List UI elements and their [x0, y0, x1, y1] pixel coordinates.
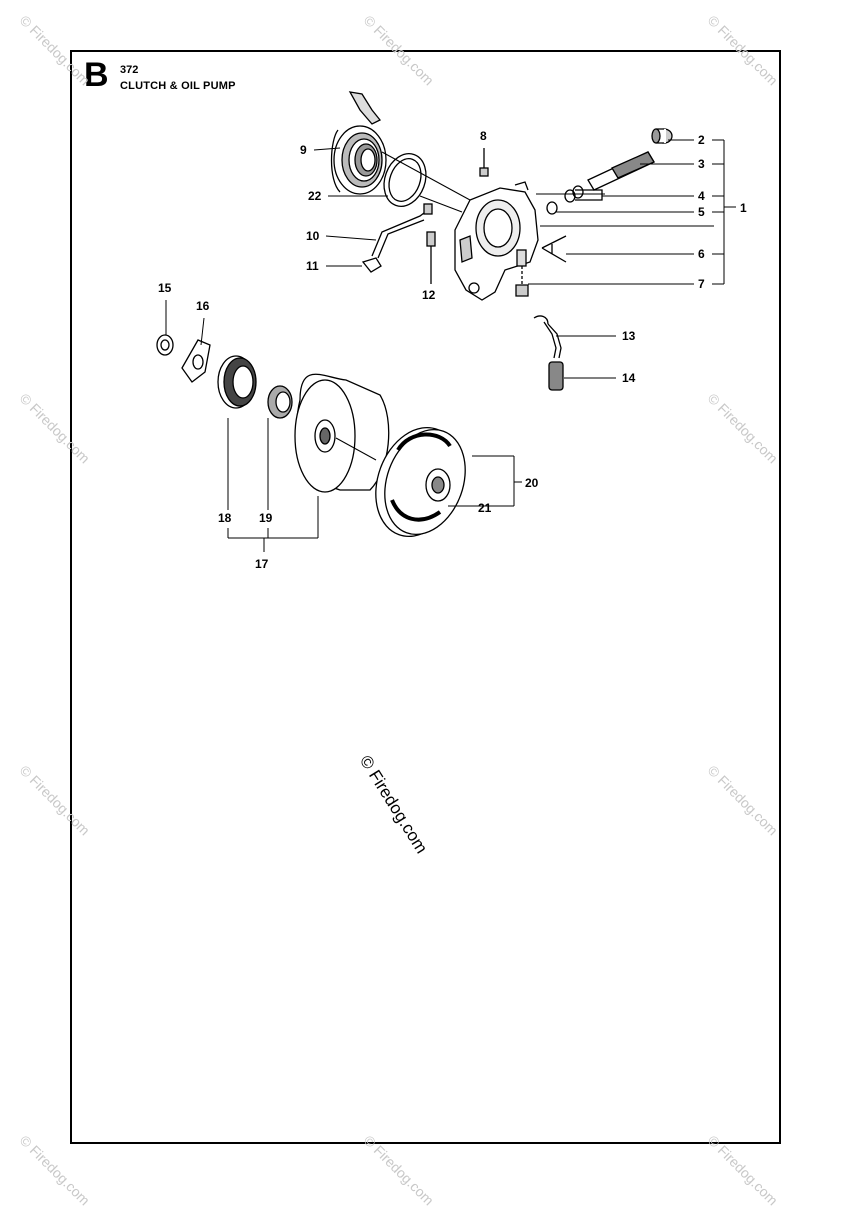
model-number: 372: [120, 64, 139, 76]
callout-19: 19: [259, 511, 273, 525]
leader-lines: [165, 139, 736, 552]
callout-13: 13: [622, 329, 636, 343]
callout-5: 5: [698, 205, 705, 219]
part-9-worm-gear: [330, 91, 387, 195]
callout-3: 3: [698, 157, 705, 171]
part-19-needle-bearing: [267, 385, 293, 419]
callout-14: 14: [622, 371, 636, 385]
section-letter: B: [84, 56, 109, 94]
part-18-rim-sprocket: [217, 355, 257, 409]
callout-17: 17: [255, 557, 269, 571]
callout-12: 12: [422, 288, 436, 302]
part-12-nipple: [426, 231, 436, 284]
part-10-oil-pipe: [371, 203, 433, 259]
part-8-screw: [479, 148, 489, 177]
part-2-cap: [651, 128, 673, 144]
callout-7: 7: [698, 277, 705, 291]
part-13-14-hose-filter: [533, 315, 564, 391]
part-17-clutch-drum: [294, 373, 390, 493]
callout-16: 16: [196, 299, 210, 313]
callout-11: 11: [306, 259, 319, 273]
part-22-oring: [383, 153, 427, 207]
callout-18: 18: [218, 511, 232, 525]
callout-2: 2: [698, 133, 705, 147]
callout-20: 20: [525, 476, 539, 490]
part-15-circlip: [156, 334, 174, 356]
diagram-title: CLUTCH & OIL PUMP: [120, 80, 236, 92]
callout-4: 4: [698, 189, 705, 203]
callout-9: 9: [300, 143, 307, 157]
callout-22: 22: [308, 189, 322, 203]
part-20-clutch: [375, 426, 466, 538]
part-11-nut: [361, 257, 382, 273]
part-7-adjust-screw: [515, 249, 529, 297]
callout-1: 1: [740, 201, 747, 215]
callout-6: 6: [698, 247, 705, 261]
part-16-washer: [181, 339, 211, 383]
page-frame: [70, 50, 781, 1144]
callout-21: 21: [478, 501, 492, 515]
part-3-pump-shaft: [587, 151, 655, 191]
callout-15: 15: [158, 281, 172, 295]
oil-pump-body: [454, 181, 539, 301]
part-4-5-washers: [546, 185, 603, 215]
part-6-spring: [541, 235, 567, 263]
callout-8: 8: [480, 129, 487, 143]
callout-10: 10: [306, 229, 320, 243]
